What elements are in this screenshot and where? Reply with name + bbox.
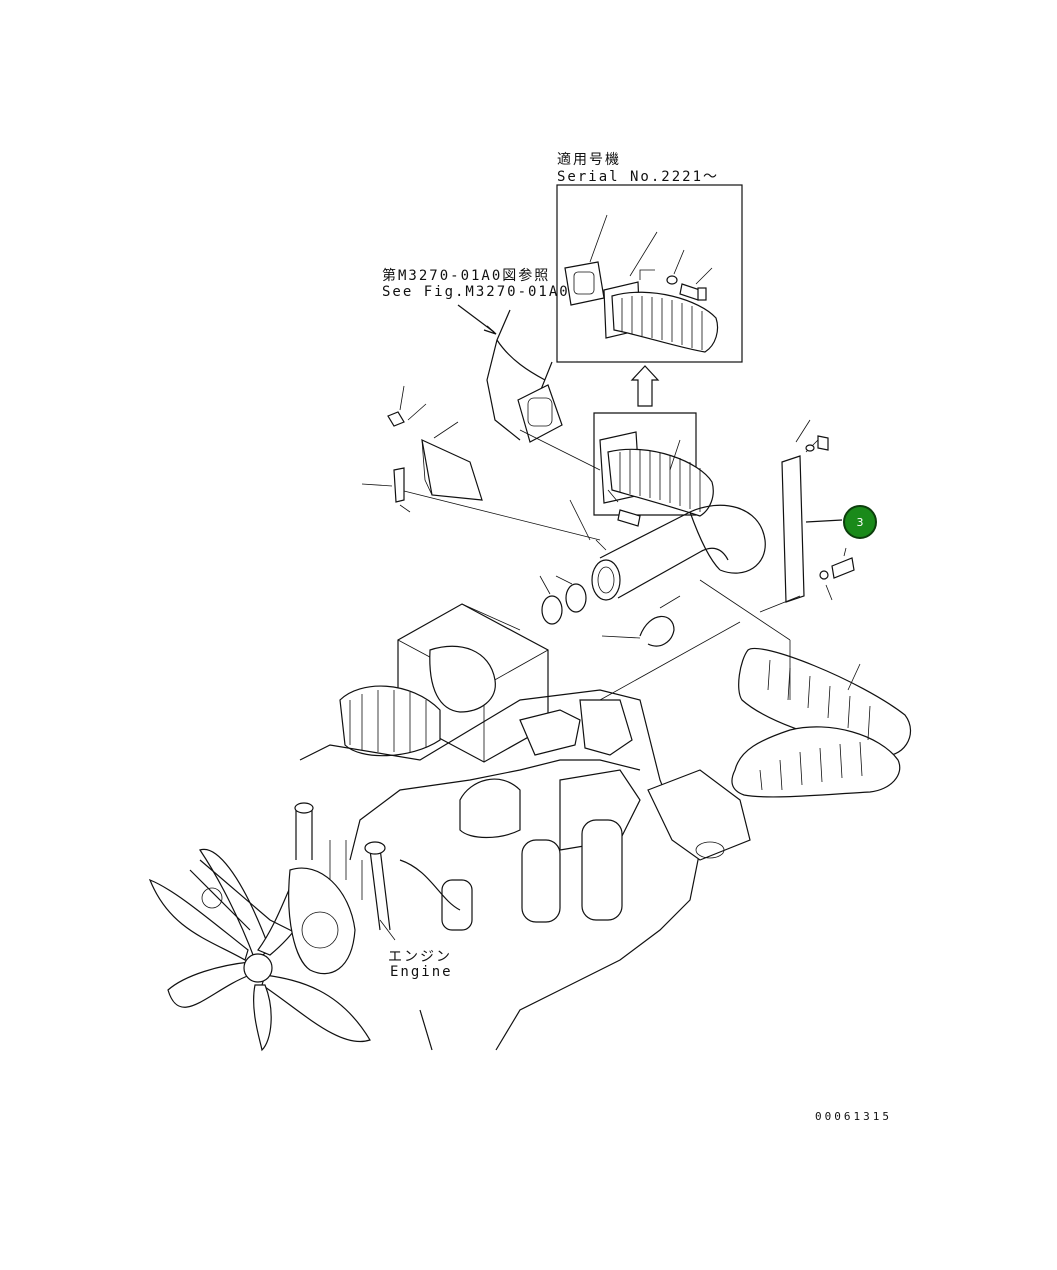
o-rings-and-clamp: [539, 575, 681, 647]
part-callout-3[interactable]: 3: [843, 505, 877, 539]
serial-label-jp: 適用号機: [557, 152, 621, 168]
main-bellows-box: [593, 412, 714, 527]
engine-label-jp: エンジン: [388, 949, 452, 965]
serial-label-en: Serial No.2221～: [557, 169, 720, 185]
serial-inset-box: [556, 184, 743, 363]
fig-ref-label-jp: 第M3270-01A0図参照: [382, 268, 551, 284]
bracket-left: [361, 385, 483, 513]
fig-ref-label-en: See Fig.M3270-01A0: [382, 284, 570, 300]
upper-elbow-pipe: [457, 304, 563, 443]
cooling-fan: [148, 848, 371, 1052]
intake-pipe-assembly: [399, 429, 766, 601]
engine-block: [294, 689, 751, 1051]
engine-label-en: Engine: [390, 964, 453, 980]
sheet-id: 00061315: [815, 1110, 892, 1123]
turbo-box: [339, 603, 549, 763]
muffler-heat-shield: [731, 648, 912, 798]
bracket-right: [759, 419, 855, 613]
